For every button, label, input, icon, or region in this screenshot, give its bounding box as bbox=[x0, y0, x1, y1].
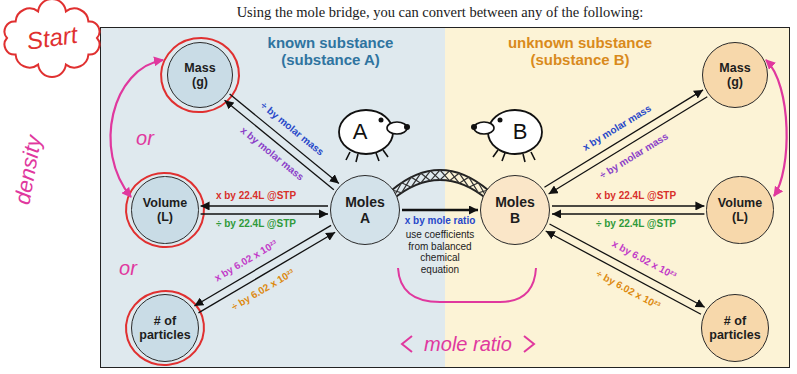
handwritten-note: or bbox=[119, 257, 137, 280]
handwritten-note: or bbox=[136, 127, 154, 150]
handwritten-note: density bbox=[9, 133, 46, 206]
quantity-label: # of particles bbox=[707, 314, 763, 343]
mole-nose bbox=[471, 124, 477, 130]
handwritten-note: Start bbox=[25, 21, 79, 55]
conversion-arrow bbox=[552, 213, 704, 214]
mole-snout bbox=[387, 122, 407, 134]
quantity-circle: # of particles bbox=[701, 294, 770, 363]
quantity-label: Volume (L) bbox=[138, 196, 192, 225]
conversion-arrow bbox=[201, 205, 328, 206]
page-title: Using the mole bridge, you can convert b… bbox=[120, 3, 760, 21]
quantity-circle: # of particles bbox=[131, 294, 200, 363]
conversion-arrow bbox=[552, 205, 704, 206]
quantity-circle: Volume (L) bbox=[706, 176, 773, 243]
conversion-arrow bbox=[402, 209, 478, 211]
quantity-label: Volume (L) bbox=[713, 196, 767, 225]
start-cloud bbox=[5, 0, 100, 77]
quantity-circle: Volume (L) bbox=[131, 176, 198, 243]
handwritten-letter: B bbox=[513, 119, 528, 144]
quantity-label: # of particles bbox=[137, 314, 193, 343]
conversion-arrow bbox=[201, 213, 328, 214]
bridge-note: use coefficients from balanced chemical … bbox=[402, 229, 478, 275]
quantity-label: Mass (g) bbox=[713, 61, 757, 90]
mole-nose bbox=[404, 124, 410, 130]
quantity-circle: Mass (g) bbox=[167, 42, 233, 108]
quantity-label: Mass (g) bbox=[178, 61, 222, 90]
conversion-label: ÷ by 22.4L @STP bbox=[216, 218, 296, 230]
quantity-label: Moles A bbox=[342, 194, 388, 226]
mole-snout bbox=[474, 122, 494, 134]
mole-eye bbox=[379, 118, 384, 123]
conversion-label: x by 22.4L @STP bbox=[216, 190, 296, 202]
moles-circle: Moles A bbox=[330, 175, 400, 245]
quantity-label: Moles B bbox=[492, 194, 538, 226]
quantity-circle: Mass (g) bbox=[702, 42, 768, 108]
handwritten-note: mole ratio bbox=[424, 333, 512, 356]
moles-circle: Moles B bbox=[480, 175, 550, 245]
mole-body bbox=[488, 110, 542, 154]
mole-eye bbox=[498, 118, 503, 123]
conversion-label: x by mole ratio bbox=[405, 215, 476, 227]
mole-body bbox=[339, 110, 393, 154]
conversion-label: x by 22.4L @STP bbox=[596, 190, 676, 202]
conversion-label: ÷ by 22.4L @STP bbox=[596, 218, 676, 230]
handwritten-letter: A bbox=[353, 119, 368, 144]
panel-heading: unknown substance (substance B) bbox=[505, 34, 655, 68]
panel-heading: known substance (substance A) bbox=[263, 34, 398, 68]
